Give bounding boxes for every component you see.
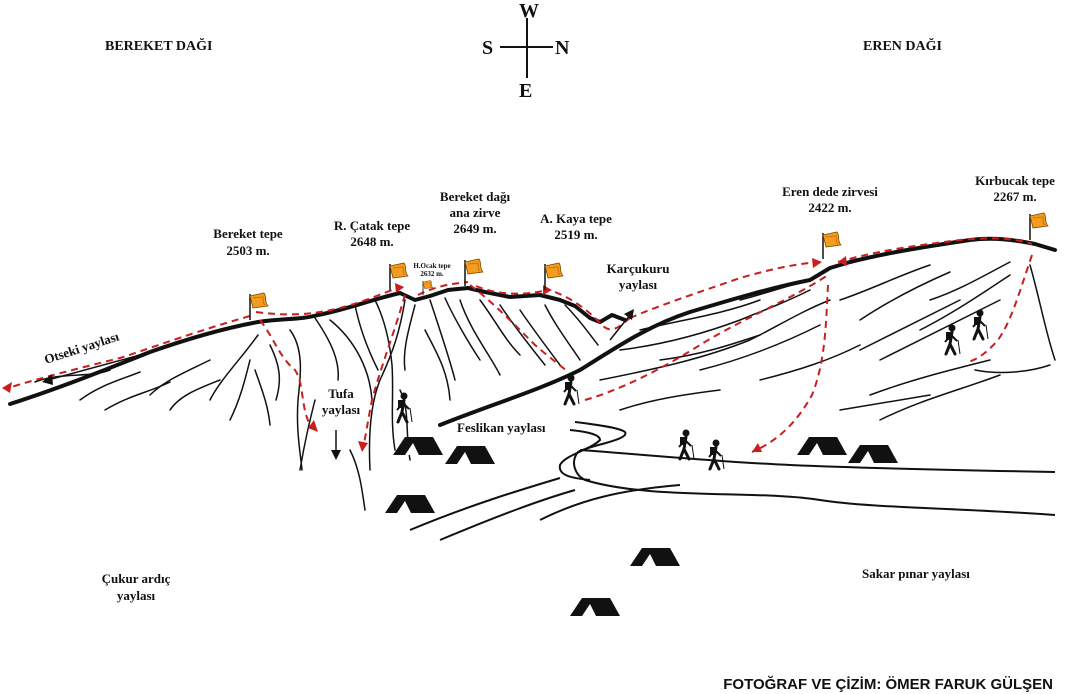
tent-icon bbox=[393, 437, 443, 455]
hiker-icon bbox=[707, 438, 726, 471]
compass-east-label: E bbox=[519, 80, 532, 102]
cukur-ardic-label-1: Çukur ardıç bbox=[102, 571, 171, 586]
bereket-tepe-elevation: 2503 m. bbox=[226, 243, 269, 258]
feslikan-label: Feslikan yaylası bbox=[457, 420, 546, 435]
a-kaya-tepe-elevation: 2519 m. bbox=[554, 227, 597, 242]
mountain-sketch-lines bbox=[34, 261, 1056, 511]
hiker-icon bbox=[395, 391, 414, 424]
right-mountain-label: EREN DAĞI bbox=[863, 37, 942, 54]
tufa-label-1: Tufa bbox=[328, 386, 354, 401]
tent-icon bbox=[445, 446, 495, 464]
h-ocak-tepe-name: H.Ocak tepe bbox=[413, 262, 450, 270]
karcukuru-label-2: yaylası bbox=[619, 277, 658, 292]
eren-dede-zirvesi-name: Eren dede zirvesi bbox=[782, 184, 878, 199]
tent-icon bbox=[797, 437, 847, 455]
tent-icon bbox=[385, 495, 435, 513]
compass-north-label: N bbox=[555, 37, 570, 59]
kirbucak-tepe-name: Kırbucak tepe bbox=[975, 173, 1055, 188]
valley-roads bbox=[409, 421, 1056, 541]
r-catak-tepe-name: R. Çatak tepe bbox=[334, 218, 410, 233]
hiker-icon bbox=[943, 323, 962, 356]
karcukuru-label-1: Karçukuru bbox=[607, 261, 670, 276]
main-ridge-line bbox=[8, 286, 627, 406]
eren-ridge-line bbox=[438, 236, 1057, 427]
bereket-ana-zirve-elevation: 2649 m. bbox=[453, 221, 496, 236]
cukur-ardic-label-2: yaylası bbox=[117, 588, 156, 603]
sakar-pinar-label: Sakar pınar yaylası bbox=[862, 566, 970, 581]
kirbucak-tepe-flag-icon bbox=[1029, 212, 1049, 241]
bereket-ana-zirve-name-1: Bereket dağı bbox=[440, 189, 511, 204]
credit-text: FOTOĞRAF VE ÇİZİM: ÖMER FARUK GÜLŞEN bbox=[723, 675, 1053, 693]
compass-rose: W S N E bbox=[482, 0, 570, 102]
tent-icon bbox=[630, 548, 680, 566]
eren-dede-zirvesi-flag-icon bbox=[822, 231, 842, 260]
eren-dede-zirvesi-elevation: 2422 m. bbox=[808, 200, 851, 215]
hiking-trails bbox=[7, 237, 1033, 453]
hiker-icon bbox=[971, 308, 990, 341]
direction-arrows bbox=[42, 309, 634, 460]
bereket-ana-zirve-name-2: ana zirve bbox=[450, 205, 501, 220]
hiker-icon bbox=[677, 428, 696, 461]
compass-west-label: W bbox=[519, 0, 539, 22]
tent-icon bbox=[848, 445, 898, 463]
kirbucak-tepe-elevation: 2267 m. bbox=[993, 189, 1036, 204]
bereket-tepe-flag-icon bbox=[249, 292, 269, 321]
a-kaya-tepe-flag-icon bbox=[544, 262, 564, 291]
r-catak-tepe-elevation: 2648 m. bbox=[350, 234, 393, 249]
bereket-tepe-name: Bereket tepe bbox=[213, 226, 283, 241]
compass-south-label: S bbox=[482, 37, 493, 59]
left-mountain-label: BEREKET DAĞI bbox=[105, 37, 213, 54]
h-ocak-tepe-elevation: 2632 m. bbox=[420, 270, 444, 278]
trail-arrowheads bbox=[2, 256, 847, 452]
tufa-label-2: yaylası bbox=[322, 402, 361, 417]
hiker-icon bbox=[562, 373, 581, 406]
a-kaya-tepe-name: A. Kaya tepe bbox=[540, 211, 612, 226]
tent-icon bbox=[570, 598, 620, 616]
